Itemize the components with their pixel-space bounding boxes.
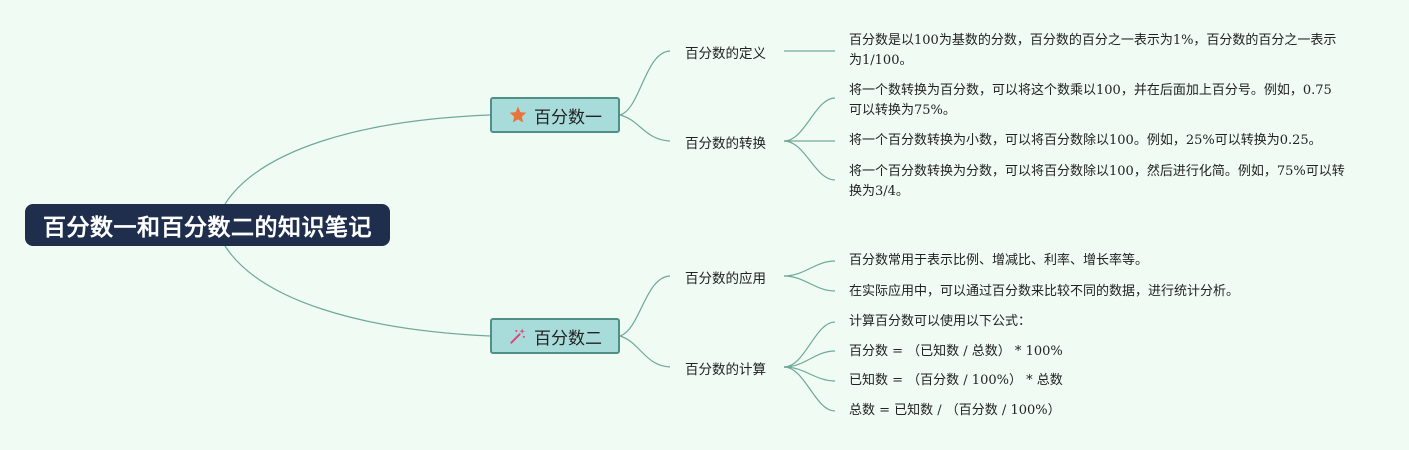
leaf-conversion-2[interactable]: 将一个百分数转换为小数，可以将百分数除以100。例如，25%可以转换为0.25。: [849, 133, 1322, 148]
magic-wand-icon: [510, 328, 525, 344]
subtopic-definition[interactable]: 百分数的定义: [685, 46, 766, 62]
branch-label: 百分数二: [534, 328, 602, 349]
root-title: 百分数一和百分数二的知识笔记: [43, 215, 372, 241]
subtopic-calculation[interactable]: 百分数的计算: [685, 362, 766, 378]
leaf-application-2[interactable]: 在实际应用中，可以通过百分数来比较不同的数据，进行统计分析。: [849, 284, 1240, 299]
leaf-calculation-4[interactable]: 总数 = 已知数 / （百分数 / 100%）: [849, 403, 1061, 418]
branch-topic-1[interactable]: 百分数一: [490, 97, 620, 133]
leaf-definition[interactable]: 百分数是以100为基数的分数，百分数的百分之一表示为1%，百分数的百分之一表示为…: [849, 33, 1337, 68]
subtopic-application[interactable]: 百分数的应用: [685, 271, 766, 287]
root-topic[interactable]: 百分数一和百分数二的知识笔记: [25, 204, 390, 246]
branch-label: 百分数一: [534, 107, 602, 128]
star-icon: [509, 106, 527, 123]
leaf-calculation-1[interactable]: 计算百分数可以使用以下公式：: [849, 314, 1032, 329]
subtopic-conversion[interactable]: 百分数的转换: [685, 136, 766, 152]
branch-topic-2[interactable]: 百分数二: [490, 318, 620, 354]
leaf-calculation-3[interactable]: 已知数 = （百分数 / 100%） * 总数: [849, 373, 1063, 388]
leaf-conversion-3[interactable]: 将一个百分数转换为分数，可以将百分数除以100，然后进行化简。例如，75%可以转…: [849, 164, 1345, 199]
leaf-calculation-2[interactable]: 百分数 = （已知数 / 总数） * 100%: [849, 344, 1063, 359]
leaf-conversion-1[interactable]: 将一个数转换为百分数，可以将这个数乘以100，并在后面加上百分号。例如，0.75…: [849, 83, 1332, 118]
leaf-application-1[interactable]: 百分数常用于表示比例、增减比、利率、增长率等。: [849, 253, 1149, 268]
